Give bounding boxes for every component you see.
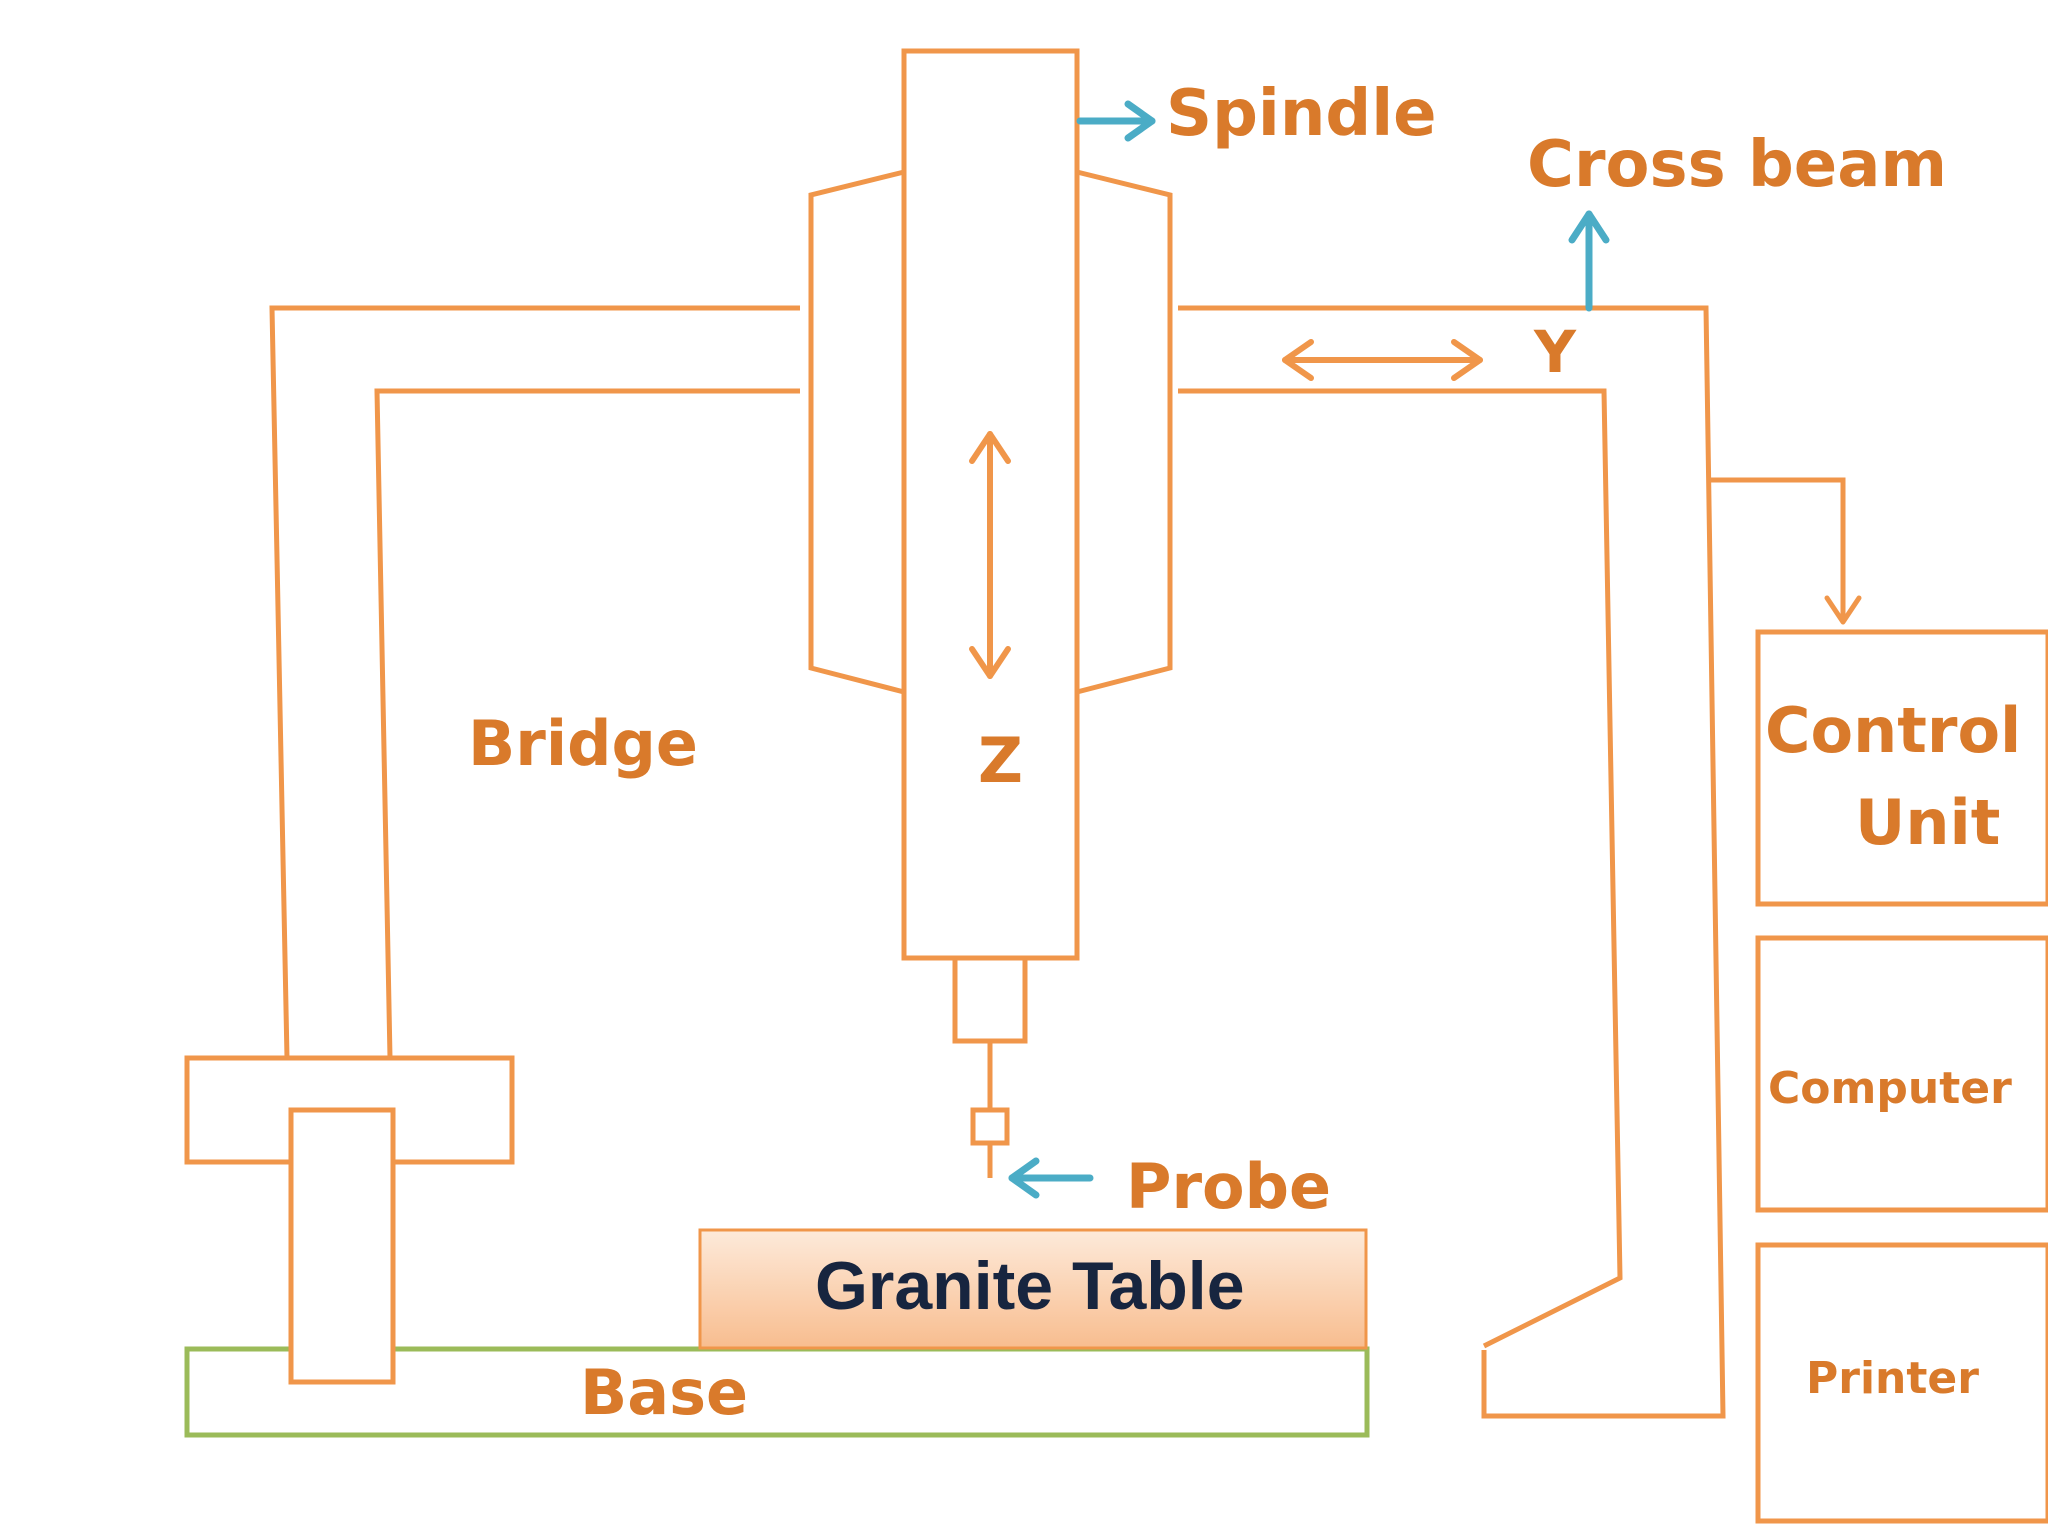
computer-label: Computer bbox=[1768, 1063, 2012, 1114]
granite-table bbox=[698, 1228, 1368, 1350]
double-arrow-vertical-icon bbox=[969, 431, 1011, 679]
bridge-outer-frame bbox=[269, 305, 800, 1059]
arrow-right-icon bbox=[1076, 100, 1156, 142]
probe-label: Probe bbox=[1126, 1150, 1331, 1223]
printer-box bbox=[1755, 1242, 2048, 1524]
cross-beam-outer bbox=[1178, 305, 1726, 1419]
probe-head bbox=[970, 1107, 1010, 1146]
cross-beam-inner bbox=[1178, 388, 1623, 1349]
control-feed-line bbox=[1711, 477, 1846, 622]
arrow-left-icon bbox=[1008, 1157, 1094, 1199]
spindle-label: Spindle bbox=[1166, 77, 1437, 151]
control-unit-box bbox=[1755, 629, 2048, 907]
spindle-carriage bbox=[808, 169, 905, 695]
granite-table-label: Granite Table bbox=[815, 1248, 1245, 1324]
arrow-up-icon bbox=[1568, 210, 1610, 312]
base-label: Base bbox=[580, 1356, 748, 1429]
z-axis-label: Z bbox=[978, 724, 1023, 797]
cross-beam-label: Cross beam bbox=[1527, 128, 1947, 202]
y-axis-label: Y bbox=[1533, 318, 1577, 386]
probe-holder bbox=[952, 955, 1028, 1044]
computer-box bbox=[1755, 935, 2048, 1213]
bridge-label: Bridge bbox=[468, 707, 698, 780]
printer-label: Printer bbox=[1806, 1353, 1979, 1404]
control-unit-label-line1: Control bbox=[1765, 694, 2021, 767]
arrow-down-icon bbox=[1824, 595, 1862, 625]
spindle-carriage-right bbox=[1076, 169, 1173, 695]
leg-column bbox=[288, 1107, 396, 1385]
bridge-inner-frame bbox=[374, 388, 800, 1059]
control-unit-label-line2: Unit bbox=[1855, 786, 2000, 859]
double-arrow-horizontal-icon bbox=[1282, 339, 1483, 381]
